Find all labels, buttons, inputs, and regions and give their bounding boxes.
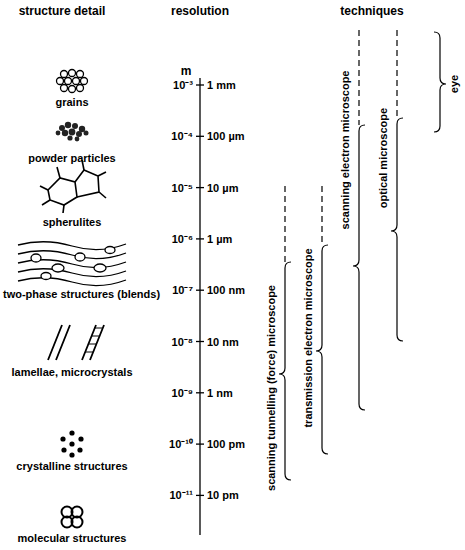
structure-label: molecular structures bbox=[18, 532, 127, 544]
technique-label: scanning electron microscope bbox=[339, 71, 351, 230]
structure-label: grains bbox=[55, 96, 88, 108]
technique-label: transmission electron microscope bbox=[302, 248, 314, 427]
resolution-value: 100 pm bbox=[207, 438, 245, 450]
axis-tick bbox=[196, 341, 204, 342]
column-header: techniques bbox=[340, 5, 403, 18]
resolution-value: 100 µm bbox=[207, 130, 245, 142]
resolution-value: 1 µm bbox=[207, 233, 232, 245]
axis-tick bbox=[196, 290, 204, 291]
exponent-label: 10⁻¹¹ bbox=[169, 489, 193, 501]
unit-label: m bbox=[181, 65, 192, 78]
exponent-label: 10⁻⁴ bbox=[171, 130, 193, 142]
axis-tick bbox=[196, 392, 204, 393]
axis-tick bbox=[196, 443, 204, 444]
exponent-label: 10⁻⁵ bbox=[172, 182, 193, 194]
resolution-value: 10 pm bbox=[207, 489, 239, 501]
resolution-value: 1 mm bbox=[207, 79, 236, 91]
exponent-label: 10⁻⁷ bbox=[172, 284, 193, 296]
column-header: resolution bbox=[171, 5, 229, 18]
resolution-value: 10 nm bbox=[207, 335, 239, 347]
technique-label: scanning tunnelling (force) microscope bbox=[265, 285, 277, 491]
exponent-label: 10⁻⁶ bbox=[172, 233, 193, 245]
exponent-label: 10⁻¹⁰ bbox=[169, 438, 193, 450]
technique-label: optical microscope bbox=[377, 108, 389, 208]
exponent-label: 10⁻³ bbox=[173, 79, 193, 91]
column-header: structure detail bbox=[19, 5, 106, 18]
exponent-label: 10⁻⁹ bbox=[172, 387, 193, 399]
axis-tick bbox=[196, 136, 204, 137]
axis-tick bbox=[196, 495, 204, 496]
structure-label: lamellae, microcrystals bbox=[11, 366, 132, 378]
resolution-value: 10 µm bbox=[207, 182, 238, 194]
structure-label: spherulites bbox=[43, 216, 102, 228]
axis-tick bbox=[196, 187, 204, 188]
structure-label: two-phase structures (blends) bbox=[3, 288, 160, 300]
axis-tick bbox=[196, 238, 204, 239]
exponent-label: 10⁻⁸ bbox=[172, 335, 193, 347]
structure-label: powder particles bbox=[28, 152, 115, 164]
resolution-value: 100 nm bbox=[207, 284, 245, 296]
technique-label: eye bbox=[448, 75, 460, 93]
structure-label: crystalline structures bbox=[16, 460, 127, 472]
resolution-value: 1 nm bbox=[207, 387, 233, 399]
axis-tick bbox=[196, 84, 204, 85]
